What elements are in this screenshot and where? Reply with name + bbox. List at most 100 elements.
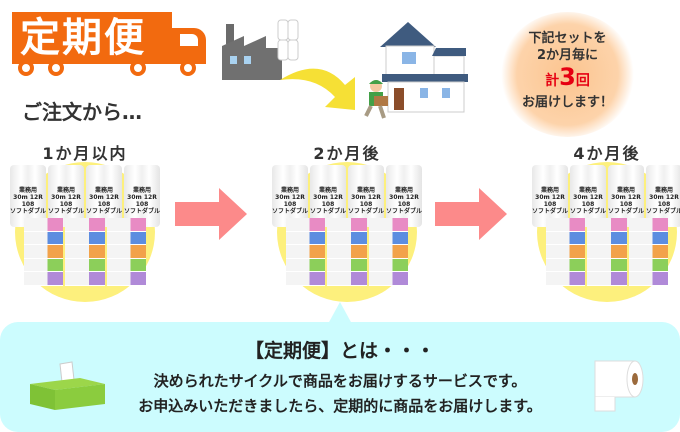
delivery-timing-label: 4か月後 xyxy=(573,144,641,163)
pack-label: 業務用 xyxy=(394,187,413,194)
pack-label: 30m 12R 108 xyxy=(127,194,157,208)
callout-pointer xyxy=(328,302,352,324)
callout-line2: お申込みいただきましたら、定期的に商品をお届けします。 xyxy=(138,397,542,415)
tissue-box xyxy=(24,258,64,273)
tissue-box xyxy=(106,245,146,259)
delivery-timing-label: 1か月以内 xyxy=(42,144,128,163)
tissue-box xyxy=(368,258,408,273)
tissue-stack xyxy=(24,218,64,286)
pack-label: 30m 12R 108 xyxy=(535,194,565,208)
pack-label: 30m 12R 108 xyxy=(89,194,119,208)
delivery-person-icon xyxy=(364,80,388,119)
pack-label: ソフトダブル xyxy=(272,208,309,215)
tissue-box xyxy=(546,245,586,259)
tissue-box xyxy=(286,258,326,273)
tissue-box xyxy=(327,272,367,286)
tissue-box xyxy=(587,231,627,246)
pack-label: ソフトダブル xyxy=(386,208,423,215)
tissue-box xyxy=(546,231,586,246)
tissue-box xyxy=(286,218,326,232)
tissue-packs xyxy=(286,218,408,286)
badge-line4: お届けします！ xyxy=(521,95,613,110)
callout-title: 【定期便】とは・・・ xyxy=(244,340,435,362)
tissue-box xyxy=(587,272,627,286)
arrow-right-icon xyxy=(435,188,507,240)
pack-label: 30m 12R 108 xyxy=(351,194,381,208)
tissue-box xyxy=(368,272,408,286)
tissue-box xyxy=(24,272,64,286)
delivery-timing-label: 2か月後 xyxy=(313,144,381,163)
tissue-stack xyxy=(65,218,105,286)
banner-title: 定期便 xyxy=(20,15,146,61)
tissue-box xyxy=(286,272,326,286)
pack-label: ソフトダブル xyxy=(124,208,161,215)
pack-label: 業務用 xyxy=(132,187,151,194)
tissue-box-icon xyxy=(30,361,105,410)
tissue-box xyxy=(628,272,668,286)
tissue-box xyxy=(628,218,668,232)
pack-label: 業務用 xyxy=(318,187,337,194)
pack-label: 業務用 xyxy=(540,187,559,194)
tissue-box xyxy=(546,272,586,286)
pack-label: 業務用 xyxy=(94,187,113,194)
pack-label: ソフトダブル xyxy=(348,208,385,215)
pack-label: 業務用 xyxy=(616,187,635,194)
delivery-arrow-icon xyxy=(280,68,355,110)
pack-label: 30m 12R 108 xyxy=(313,194,343,208)
pack-label: 業務用 xyxy=(18,187,37,194)
tissue-box xyxy=(368,218,408,232)
tissue-stack xyxy=(286,218,326,286)
tissue-box xyxy=(587,258,627,273)
pack-label: ソフトダブル xyxy=(570,208,607,215)
factory-icon xyxy=(222,19,299,80)
badge-count-suffix: 回 xyxy=(575,73,590,89)
tissue-box xyxy=(327,245,367,259)
pack-label: 業務用 xyxy=(578,187,597,194)
tissue-stack xyxy=(106,218,146,286)
tissue-stack xyxy=(546,218,586,286)
tissue-stack xyxy=(327,218,367,286)
tissue-box xyxy=(587,218,627,232)
tissue-box xyxy=(286,245,326,259)
tissue-stack xyxy=(628,218,668,286)
tissue-box xyxy=(368,231,408,246)
tissue-box xyxy=(628,245,668,259)
pack-label: ソフトダブル xyxy=(646,208,680,215)
pack-label: ソフトダブル xyxy=(608,208,645,215)
tissue-box xyxy=(587,245,627,259)
tissue-box xyxy=(65,272,105,286)
tissue-box xyxy=(106,272,146,286)
tissue-box xyxy=(327,258,367,273)
delivery-badge: 下記セットを 2か月毎に 計3回 お届けします！ xyxy=(500,12,635,137)
pack-label: ソフトダブル xyxy=(10,208,47,215)
tissue-box xyxy=(24,218,64,232)
tissue-stack xyxy=(368,218,408,286)
pack-label: 30m 12R 108 xyxy=(275,194,305,208)
house-icon xyxy=(380,22,468,113)
pack-label: ソフトダブル xyxy=(48,208,85,215)
tissue-box xyxy=(65,258,105,273)
pack-label: 業務用 xyxy=(356,187,375,194)
badge-count-prefix: 計 xyxy=(545,73,560,89)
order-text: ご注文から… xyxy=(22,100,142,124)
tissue-box xyxy=(65,218,105,232)
pack-label: 30m 12R 108 xyxy=(573,194,603,208)
pack-label: 業務用 xyxy=(280,187,299,194)
pack-label: 30m 12R 108 xyxy=(51,194,81,208)
callout-box xyxy=(0,322,680,432)
pack-label: 業務用 xyxy=(654,187,673,194)
badge-count-number: 3 xyxy=(559,63,576,91)
tissue-box xyxy=(24,231,64,246)
badge-line2: 2か月毎に xyxy=(536,48,599,63)
tissue-box xyxy=(106,231,146,246)
